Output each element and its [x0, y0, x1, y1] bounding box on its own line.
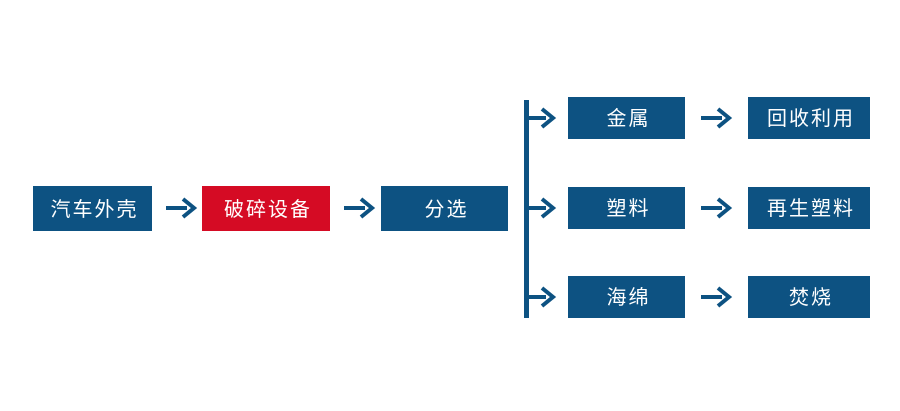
- node-crusher[interactable]: 破碎设备: [202, 186, 330, 231]
- node-metal-outcome[interactable]: 回收利用: [748, 97, 870, 139]
- node-metal-outcome-label: 回收利用: [767, 106, 855, 130]
- node-car-shell[interactable]: 汽车外壳: [33, 186, 152, 231]
- node-plastic-outcome-label: 再生塑料: [767, 196, 855, 220]
- node-plastic-material-label: 塑料: [606, 196, 651, 220]
- node-plastic-outcome[interactable]: 再生塑料: [748, 187, 870, 229]
- arrow-right-icon-sponge-to-outcome: [700, 285, 733, 309]
- node-sorting-label: 分选: [424, 196, 469, 221]
- node-metal-material-label: 金属: [606, 106, 651, 130]
- arrow-right-icon-crusher-to-sorting: [343, 196, 376, 220]
- arrow-right-icon-metal-to-outcome: [700, 106, 733, 130]
- node-sponge-outcome-label: 焚烧: [789, 285, 833, 309]
- arrow-right-icon-plastic-to-outcome: [700, 196, 733, 220]
- node-sponge-material-label: 海绵: [606, 285, 651, 309]
- node-sponge-outcome[interactable]: 焚烧: [748, 276, 870, 318]
- arrow-right-icon-bus-to-plastic: [526, 196, 557, 220]
- arrow-right-icon-car-shell-to-crusher: [165, 196, 198, 220]
- arrow-right-icon-bus-to-metal: [526, 106, 557, 130]
- node-sponge-material[interactable]: 海绵: [568, 276, 685, 318]
- node-plastic-material[interactable]: 塑料: [568, 187, 685, 229]
- node-crusher-label: 破碎设备: [224, 196, 312, 221]
- node-metal-material[interactable]: 金属: [568, 97, 685, 139]
- node-car-shell-label: 汽车外壳: [50, 196, 139, 221]
- arrow-right-icon-bus-to-sponge: [526, 285, 557, 309]
- node-sorting[interactable]: 分选: [381, 186, 508, 231]
